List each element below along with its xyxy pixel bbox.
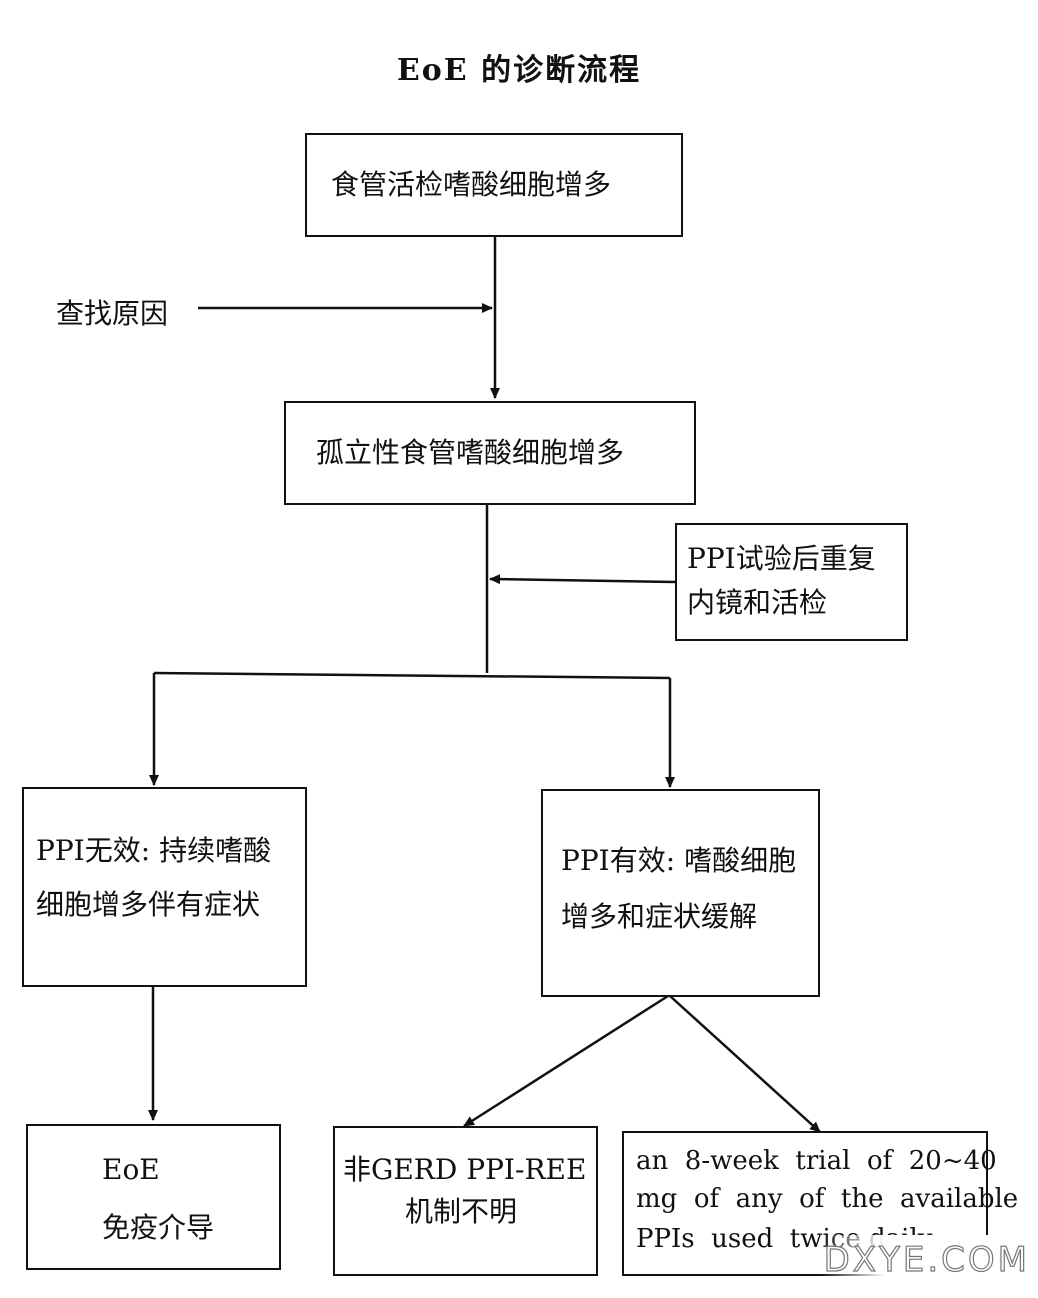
ppi-effective-line-1: PPI有效: 嗜酸细胞 bbox=[561, 844, 797, 877]
line-split-horizontal bbox=[153, 671, 671, 680]
ppi-ineffective-line-2: 细胞增多伴有症状 bbox=[36, 888, 261, 921]
box-ppi-effective: PPI有效: 嗜酸细胞 增多和症状缓解 bbox=[541, 789, 820, 997]
eoe-line-1: EoE bbox=[102, 1153, 160, 1186]
eoe-line-2: 免疫介导 bbox=[102, 1211, 215, 1244]
box-ppi-ineffective: PPI无效: 持续嗜酸 细胞增多伴有症状 bbox=[22, 787, 307, 987]
diagram-title: EoE 的诊断流程 bbox=[396, 53, 642, 88]
watermark-backdrop bbox=[820, 1235, 1038, 1298]
box-eoe: EoE 免疫介导 bbox=[26, 1124, 281, 1270]
non-gerd-line-2: 机制不明 bbox=[405, 1195, 518, 1228]
find-cause-label: 查找原因 bbox=[56, 297, 169, 330]
ppi-trial-line-1: PPI试验后重复 bbox=[687, 542, 876, 575]
ppi-ineffective-line-1: PPI无效: 持续嗜酸 bbox=[36, 834, 272, 867]
watermark-text: DXYE.COM bbox=[823, 1239, 1030, 1280]
box-ppi-trial: PPI试验后重复 内镜和活检 bbox=[675, 523, 908, 641]
box-biopsy: 食管活检嗜酸细胞增多 bbox=[305, 133, 683, 237]
arrow-to-ppi-note bbox=[669, 995, 821, 1133]
non-gerd-line-1: 非GERD PPI-REE bbox=[343, 1153, 587, 1186]
ppi-note-line-2: mg of any of the available bbox=[636, 1184, 1019, 1214]
box-isolated-label: 孤立性食管嗜酸细胞增多 bbox=[316, 436, 625, 469]
box-isolated: 孤立性食管嗜酸细胞增多 bbox=[284, 401, 696, 505]
ppi-effective-line-2: 增多和症状缓解 bbox=[561, 900, 758, 933]
box-biopsy-label: 食管活检嗜酸细胞增多 bbox=[331, 168, 612, 201]
box-non-gerd: 非GERD PPI-REE 机制不明 bbox=[333, 1126, 598, 1276]
arrow-ppi-trial bbox=[489, 574, 677, 585]
ppi-note-line-1: an 8-week trial of 20~40 bbox=[636, 1146, 997, 1176]
ppi-trial-line-2: 内镜和活检 bbox=[687, 586, 828, 619]
arrow-to-non-gerd bbox=[463, 994, 669, 1128]
